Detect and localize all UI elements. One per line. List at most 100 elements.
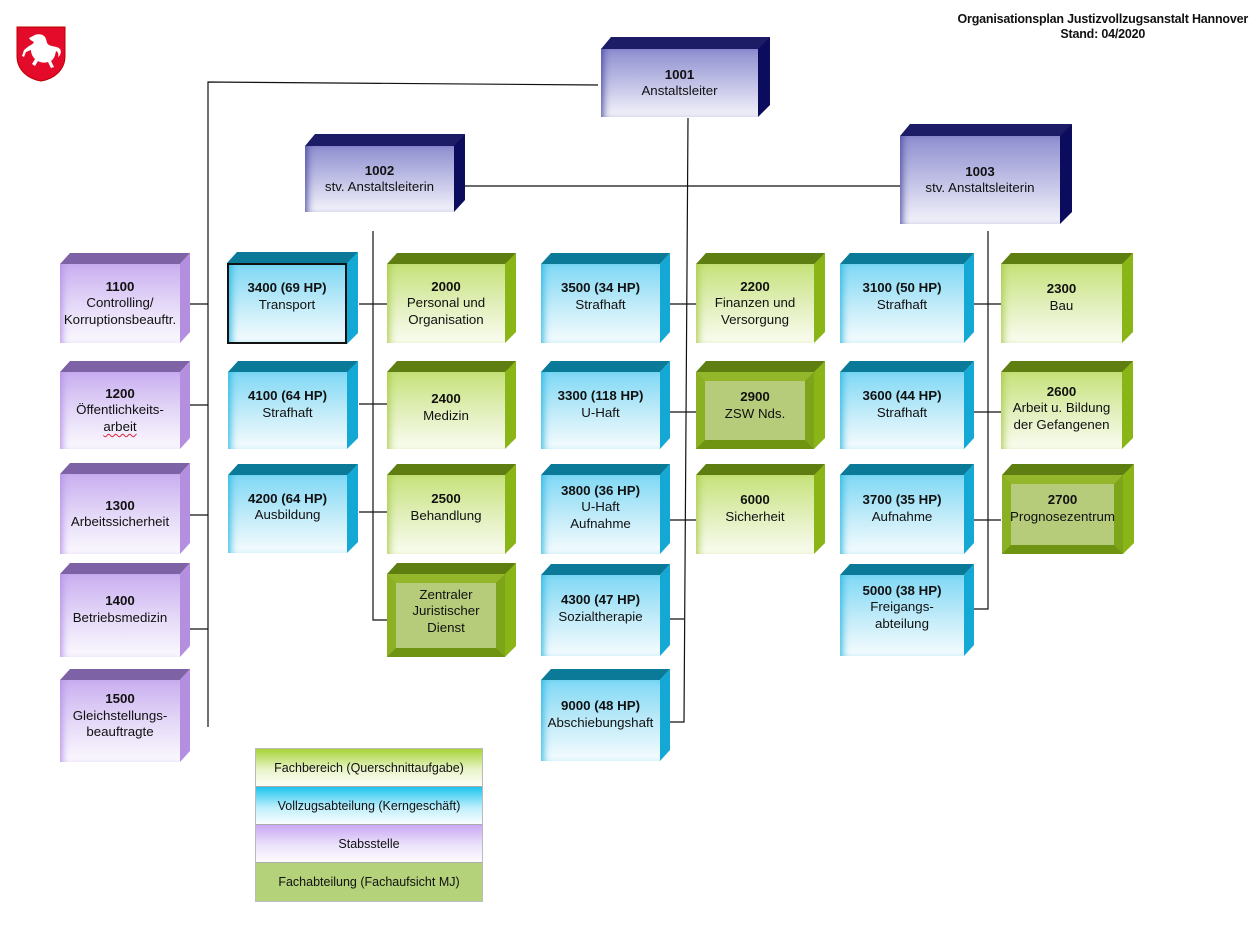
org-unit-1003[interactable]: 1003 stv. Anstaltsleiterin bbox=[900, 124, 1072, 224]
org-unit-3700[interactable]: 3700 (35 HP) Aufnahme bbox=[840, 464, 974, 554]
unit-label: stv. Anstaltsleiterin bbox=[925, 180, 1035, 195]
org-unit-2700[interactable]: 2700 Prognosezentrum bbox=[1002, 464, 1134, 554]
chart-title: Organisationsplan Justizvollzugsanstalt … bbox=[957, 12, 1249, 42]
unit-label: Strafhaft bbox=[876, 296, 928, 312]
unit-label: Strafhaft bbox=[262, 404, 313, 420]
unit-code: 9000 (48 HP) bbox=[560, 698, 641, 713]
org-unit-2000[interactable]: 2000 Personal und Organisation bbox=[387, 253, 516, 343]
unit-code: 2300 bbox=[1046, 281, 1077, 296]
legend-item-fachabteilung: Fachabteilung (Fachaufsicht MJ) bbox=[256, 863, 482, 901]
org-unit-4100[interactable]: 4100 (64 HP) Strafhaft bbox=[228, 361, 358, 449]
unit-label: Transport bbox=[258, 296, 316, 312]
unit-label: Strafhaft bbox=[575, 296, 626, 312]
unit-label: Aufnahme bbox=[570, 515, 631, 531]
unit-label: arbeit bbox=[103, 418, 137, 434]
unit-code: 1003 bbox=[965, 163, 995, 179]
connector-staff-branches bbox=[181, 303, 208, 630]
legend-item-fachbereich: Fachbereich (Querschnittaufgabe) bbox=[256, 749, 482, 787]
unit-label: Prognosezentrum bbox=[1010, 508, 1115, 524]
unit-code: 2700 bbox=[1047, 492, 1078, 507]
unit-code: 2900 bbox=[740, 389, 770, 404]
org-unit-1200[interactable]: 1200 Öffentlichkeits- arbeit bbox=[60, 361, 190, 449]
unit-label: Gleichstellungs- bbox=[72, 707, 168, 723]
unit-label: Öffentlichkeits- bbox=[76, 402, 164, 418]
connector-1002-spine bbox=[372, 231, 388, 621]
unit-label: Ausbildung bbox=[254, 507, 321, 522]
unit-label: Korruptionsbeauftr. bbox=[63, 311, 177, 327]
title-line-2: Stand: 04/2020 bbox=[1060, 27, 1146, 41]
unit-code: 6000 bbox=[740, 492, 770, 507]
unit-code: 3600 (44 HP) bbox=[862, 388, 942, 403]
unit-label: Sozialtherapie bbox=[558, 608, 643, 624]
unit-label: stv. Anstaltsleiterin bbox=[324, 179, 435, 194]
org-unit-3500[interactable]: 3500 (34 HP) Strafhaft bbox=[541, 253, 670, 343]
org-unit-2400[interactable]: 2400 Medizin bbox=[387, 361, 516, 449]
org-unit-1001[interactable]: 1001 Anstaltsleiter bbox=[601, 37, 770, 117]
legend: Fachbereich (Querschnittaufgabe) Vollzug… bbox=[255, 748, 483, 902]
org-unit-3100[interactable]: 3100 (50 HP) Strafhaft bbox=[840, 253, 974, 343]
unit-label: Arbeitssicherheit bbox=[70, 514, 170, 529]
unit-label: beauftragte bbox=[86, 724, 154, 740]
connector-staff-spine bbox=[207, 81, 599, 727]
unit-code: 2500 bbox=[431, 491, 461, 506]
unit-code: 1500 bbox=[105, 691, 135, 707]
org-unit-1400[interactable]: 1400 Betriebsmedizin bbox=[60, 563, 190, 657]
org-unit-1500[interactable]: 1500 Gleichstellungs- beauftragte bbox=[60, 669, 190, 762]
unit-label: Sicherheit bbox=[725, 508, 785, 524]
unit-label: Medizin bbox=[423, 407, 469, 423]
org-unit-1300[interactable]: 1300 Arbeitssicherheit bbox=[60, 463, 190, 554]
org-unit-4200[interactable]: 4200 (64 HP) Ausbildung bbox=[228, 464, 358, 553]
unit-code: 3100 (50 HP) bbox=[862, 280, 942, 295]
unit-label: Bau bbox=[1049, 297, 1074, 313]
unit-label: Finanzen und bbox=[714, 295, 796, 311]
org-unit-2500[interactable]: 2500 Behandlung bbox=[387, 464, 516, 554]
org-unit-6000[interactable]: 6000 Sicherheit bbox=[696, 464, 825, 554]
org-unit-2200[interactable]: 2200 Finanzen und Versorgung bbox=[696, 253, 825, 343]
unit-label: Betriebsmedizin bbox=[72, 609, 168, 625]
unit-code: 3400 (69 HP) bbox=[247, 280, 327, 295]
unit-code: 5000 (38 HP) bbox=[862, 582, 942, 598]
unit-code: 1002 bbox=[364, 162, 395, 178]
org-unit-2300[interactable]: 2300 Bau bbox=[1001, 253, 1133, 343]
unit-label: Anstaltsleiter bbox=[641, 83, 718, 98]
org-unit-zentraler-juristischer-dienst[interactable]: Zentraler Juristischer Dienst bbox=[387, 563, 516, 657]
org-unit-2600[interactable]: 2600 Arbeit u. Bildung der Gefangenen bbox=[1001, 361, 1133, 449]
connector-1001-branches bbox=[661, 303, 696, 620]
unit-code: 4200 (64 HP) bbox=[247, 490, 328, 506]
org-unit-1100[interactable]: 1100 Controlling/ Korruptionsbeauftr. bbox=[60, 253, 190, 343]
unit-code: 1001 bbox=[664, 66, 695, 82]
niedersachsen-coat-of-arms-icon bbox=[16, 26, 66, 82]
org-unit-3600[interactable]: 3600 (44 HP) Strafhaft bbox=[840, 361, 974, 449]
unit-label: Behandlung bbox=[410, 507, 482, 523]
unit-code: 1200 bbox=[105, 385, 135, 401]
org-unit-5000[interactable]: 5000 (38 HP) Freigangs- abteilung bbox=[840, 564, 974, 656]
org-unit-1002[interactable]: 1002 stv. Anstaltsleiterin bbox=[305, 134, 465, 212]
unit-label: Abschiebungshaft bbox=[547, 714, 654, 730]
unit-code: 2400 bbox=[431, 391, 461, 406]
unit-label: Strafhaft bbox=[876, 404, 928, 420]
unit-code: 3700 (35 HP) bbox=[862, 492, 942, 507]
unit-code: 2000 bbox=[431, 278, 461, 294]
org-unit-9000[interactable]: 9000 (48 HP) Abschiebungshaft bbox=[541, 669, 670, 761]
unit-label: Controlling/ bbox=[86, 295, 154, 311]
unit-label: Arbeit u. Bildung bbox=[1012, 400, 1111, 416]
unit-label: ZSW Nds. bbox=[724, 405, 786, 421]
unit-label: Zentraler bbox=[419, 586, 473, 602]
org-unit-3800[interactable]: 3800 (36 HP) U-Haft Aufnahme bbox=[541, 464, 670, 554]
title-line-1: Organisationsplan Justizvollzugsanstalt … bbox=[957, 12, 1249, 26]
legend-item-stabsstelle: Stabsstelle bbox=[256, 825, 482, 863]
unit-label: U-Haft bbox=[581, 499, 620, 515]
legend-item-vollzugsabteilung: Vollzugsabteilung (Kerngeschäft) bbox=[256, 787, 482, 825]
unit-code: 1300 bbox=[105, 497, 135, 513]
unit-label: Freigangs- bbox=[870, 599, 934, 615]
unit-code: 4100 (64 HP) bbox=[247, 388, 328, 403]
unit-label: Versorgung bbox=[720, 311, 789, 327]
org-unit-3400[interactable]: 3400 (69 HP) Transport bbox=[227, 252, 358, 344]
org-unit-3300[interactable]: 3300 (118 HP) U-Haft bbox=[541, 361, 670, 449]
org-unit-4300[interactable]: 4300 (47 HP) Sozialtherapie bbox=[541, 564, 670, 656]
connector-1002-branches bbox=[359, 303, 388, 513]
unit-label: Organisation bbox=[408, 311, 484, 327]
unit-code: 3500 (34 HP) bbox=[560, 280, 641, 295]
org-unit-2900[interactable]: 2900 ZSW Nds. bbox=[696, 361, 825, 449]
unit-code: 1400 bbox=[105, 593, 135, 608]
